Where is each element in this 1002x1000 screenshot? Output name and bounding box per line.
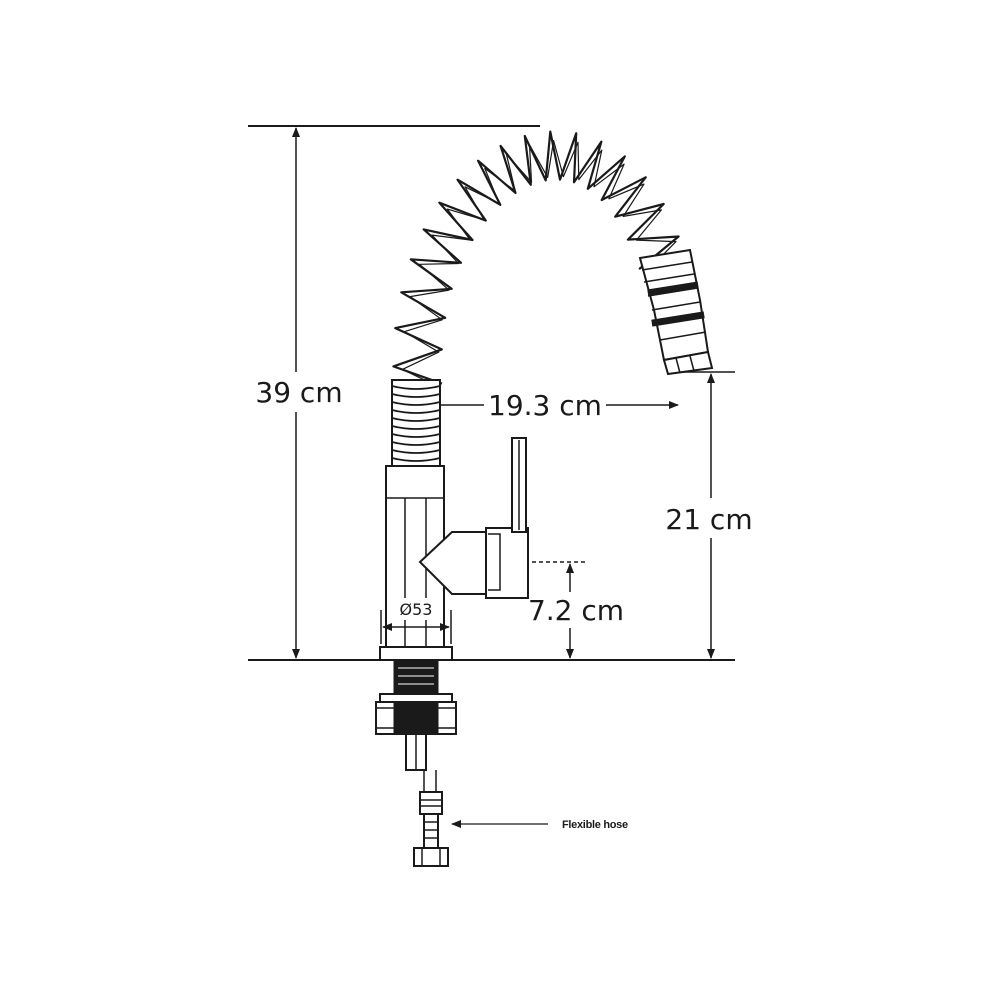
spout-nozzle xyxy=(638,248,714,376)
total-height-label: 39 cm xyxy=(255,376,342,409)
base-flange xyxy=(379,646,453,661)
spring-lower-coil xyxy=(391,379,441,469)
faucet-handle xyxy=(418,437,529,599)
mounting-assembly xyxy=(375,660,457,771)
flexible-hose xyxy=(413,770,449,867)
spring-ring xyxy=(391,417,441,422)
spring-spout xyxy=(392,130,680,388)
hose-callout-label: Flexible hose xyxy=(562,819,628,831)
spout-height-label-bg xyxy=(660,498,760,538)
reach-label: 19.3 cm xyxy=(488,389,602,422)
spring-ring xyxy=(391,409,441,414)
diameter-dimension: Ø53 xyxy=(380,598,452,644)
spring-ring xyxy=(391,449,441,454)
handle-height-label: 7.2 cm xyxy=(528,594,624,627)
total-height-label-bg xyxy=(250,372,346,412)
reach-label-bg xyxy=(484,386,606,424)
spring-coil-inner xyxy=(401,140,677,388)
spring-ring xyxy=(391,441,441,446)
diameter-label: Ø53 xyxy=(400,600,433,619)
spout-height-label: 21 cm xyxy=(665,503,752,536)
handle-height-label-bg xyxy=(528,592,624,628)
spring-lower-sleeve xyxy=(391,379,441,469)
spring-ring xyxy=(391,393,441,398)
spring-ring xyxy=(391,425,441,430)
spring-coil-outer xyxy=(392,130,680,385)
spring-ring xyxy=(391,401,441,406)
spring-ring xyxy=(391,457,441,462)
spring-ring xyxy=(391,433,441,438)
spring-ring xyxy=(391,385,441,390)
